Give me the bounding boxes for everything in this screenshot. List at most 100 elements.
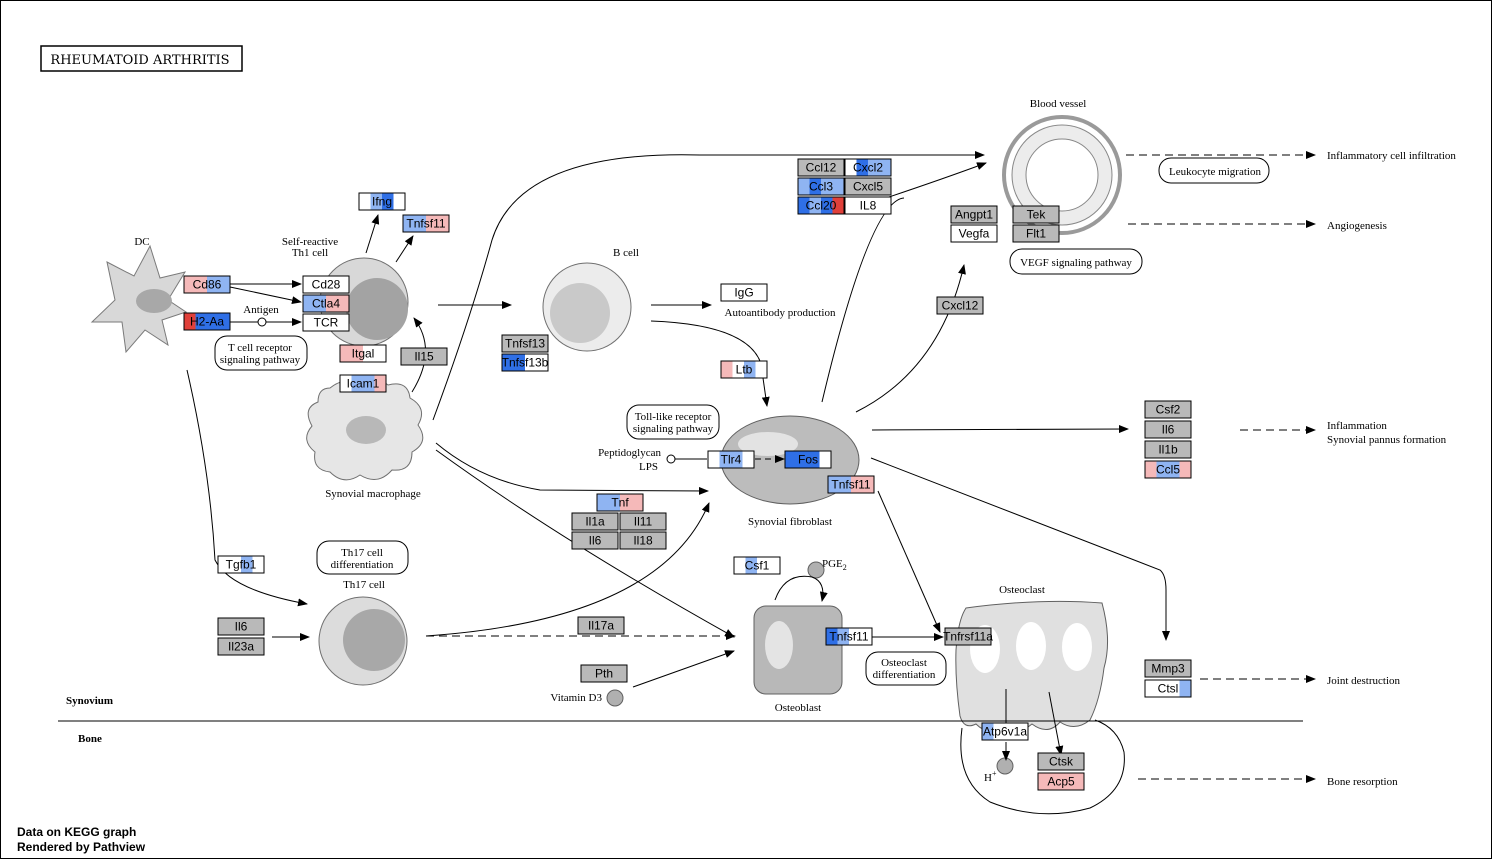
leukocyte-migration-box[interactable] bbox=[1158, 157, 1270, 184]
gene-node-tnfrsf11a[interactable]: Tnfrsf11a bbox=[943, 627, 993, 646]
gene-box-border bbox=[302, 294, 350, 313]
gene-fill-segment bbox=[1049, 773, 1062, 790]
gene-node-csf2[interactable]: Csf2 bbox=[1144, 400, 1192, 419]
gene-label: Il23a bbox=[228, 640, 254, 654]
vegf-pathway-box[interactable] bbox=[1009, 248, 1143, 275]
gene-node-cxcl5[interactable]: Cxcl5 bbox=[844, 177, 892, 196]
tcr-pathway-label-1: T cell receptor bbox=[228, 342, 292, 354]
th17-diff-box[interactable] bbox=[316, 540, 409, 575]
tcr-pathway-box[interactable] bbox=[214, 335, 308, 371]
gene-fill-segment bbox=[809, 159, 822, 176]
gene-node-il15[interactable]: Il15 bbox=[400, 347, 448, 366]
gene-node-tnf[interactable]: Tnf bbox=[596, 493, 644, 512]
gene-node-h2aa[interactable]: H2-Aa bbox=[183, 312, 231, 331]
gene-fill-segment bbox=[809, 178, 822, 195]
gene-fill-segment bbox=[1168, 421, 1180, 438]
gene-fill-segment bbox=[536, 354, 549, 371]
gene-fill-segment bbox=[1047, 206, 1060, 223]
osteoclast-diff-box[interactable] bbox=[865, 651, 947, 686]
tlr-pathway-box[interactable] bbox=[626, 404, 720, 440]
gene-node-ctsl[interactable]: Ctsl bbox=[1144, 679, 1192, 698]
gene-fill-segment bbox=[962, 225, 975, 242]
gene-node-ccl12[interactable]: Ccl12 bbox=[797, 158, 845, 177]
gene-node-csf1[interactable]: Csf1 bbox=[733, 556, 781, 575]
gene-node-tnfsf11c[interactable]: Tnfsf11 bbox=[825, 627, 873, 646]
gene-node-angpt1[interactable]: Angpt1 bbox=[950, 205, 998, 224]
gene-node-il6b[interactable]: Il6 bbox=[1144, 420, 1192, 439]
gene-node-ctsk[interactable]: Ctsk bbox=[1037, 752, 1085, 771]
gene-node-ccl5[interactable]: Ccl5 bbox=[1144, 460, 1192, 479]
gene-node-ctla4[interactable]: Ctla4 bbox=[302, 294, 350, 313]
gene-node-flt1[interactable]: Flt1 bbox=[1012, 224, 1060, 243]
gene-node-il23a[interactable]: Il23a bbox=[217, 637, 265, 656]
gene-fill-segment bbox=[968, 628, 980, 645]
gene-fill-segment bbox=[879, 178, 892, 195]
gene-label: Ifng bbox=[372, 195, 392, 209]
gene-node-igg[interactable]: IgG bbox=[720, 283, 768, 302]
gene-fill-segment bbox=[1145, 660, 1157, 677]
th1-label-2: Th1 cell bbox=[292, 247, 328, 259]
proton-label: H+ bbox=[984, 769, 997, 784]
gene-box-border bbox=[1144, 659, 1192, 678]
gene-fill-segment bbox=[502, 335, 514, 352]
gene-node-icam1[interactable]: Icam1 bbox=[339, 374, 387, 393]
gene-node-tcr[interactable]: TCR bbox=[302, 313, 350, 332]
fibroblast-nucleus bbox=[738, 432, 798, 456]
gene-box-border bbox=[302, 313, 350, 332]
gene-box-border bbox=[720, 360, 768, 379]
gene-fill-segment bbox=[798, 197, 810, 214]
gene-node-il6a[interactable]: Il6 bbox=[571, 531, 619, 550]
gene-node-il18[interactable]: Il18 bbox=[619, 531, 667, 550]
gene-box-border bbox=[981, 722, 1029, 741]
gene-node-ifng[interactable]: Ifng bbox=[358, 192, 406, 211]
gene-node-il1a[interactable]: Il1a bbox=[571, 512, 619, 531]
gene-node-tgfb1[interactable]: Tgfb1 bbox=[217, 555, 265, 574]
gene-box-border bbox=[1144, 400, 1192, 419]
gene-node-acp5[interactable]: Acp5 bbox=[1037, 772, 1085, 791]
gene-node-tnfsf13b[interactable]: Tnfsf13b bbox=[501, 353, 549, 372]
gene-fill-segment bbox=[849, 628, 861, 645]
gene-fill-segment bbox=[536, 335, 549, 352]
gene-box-border bbox=[402, 214, 450, 233]
gene-node-il17a[interactable]: Il17a bbox=[577, 616, 625, 635]
gene-node-cd28[interactable]: Cd28 bbox=[302, 275, 350, 294]
gene-node-ccl3[interactable]: Ccl3 bbox=[797, 177, 845, 196]
gene-node-il8[interactable]: IL8 bbox=[844, 196, 892, 215]
gene-fill-segment bbox=[435, 348, 448, 365]
gene-fill-segment bbox=[1024, 225, 1037, 242]
gene-fill-segment bbox=[314, 314, 327, 331]
gene-node-vegfa[interactable]: Vegfa bbox=[950, 224, 998, 243]
gene-node-mmp3[interactable]: Mmp3 bbox=[1144, 659, 1192, 678]
gene-node-ccl20[interactable]: Ccl20 bbox=[797, 196, 845, 215]
gene-node-tlr4[interactable]: Tlr4 bbox=[707, 450, 755, 469]
th17-label: Th17 cell bbox=[343, 579, 385, 591]
gene-fill-segment bbox=[985, 225, 998, 242]
gene-node-cxcl12[interactable]: Cxcl12 bbox=[936, 296, 984, 315]
gene-fill-segment bbox=[195, 276, 208, 293]
gene-node-tnfsf13[interactable]: Tnfsf13 bbox=[501, 334, 549, 353]
gene-node-tnfsf11b[interactable]: Tnfsf11 bbox=[827, 475, 875, 494]
gene-fill-segment bbox=[606, 513, 619, 530]
gene-node-fos[interactable]: Fos bbox=[784, 450, 832, 469]
gene-node-cd86[interactable]: Cd86 bbox=[183, 275, 231, 294]
leukocyte-migration-label: Leukocyte migration bbox=[1169, 166, 1261, 178]
gene-node-il6c[interactable]: Il6 bbox=[217, 617, 265, 636]
gene-node-atp6v1a[interactable]: Atp6v1a bbox=[981, 722, 1029, 741]
gene-node-il1b[interactable]: Il1b bbox=[1144, 440, 1192, 459]
gene-node-tek[interactable]: Tek bbox=[1012, 205, 1060, 224]
osteoclast-diff-label-2: differentiation bbox=[873, 669, 936, 681]
gene-fill-segment bbox=[1156, 660, 1169, 677]
gene-fill-segment bbox=[971, 297, 984, 314]
gene-box-border bbox=[797, 158, 845, 177]
gene-label: Pth bbox=[595, 667, 613, 681]
gene-node-il11[interactable]: Il11 bbox=[619, 512, 667, 531]
gene-fill-segment bbox=[1179, 660, 1192, 677]
gene-node-ltb[interactable]: Ltb bbox=[720, 360, 768, 379]
gene-label: Csf2 bbox=[1156, 403, 1181, 417]
gene-node-cxcl2[interactable]: Cxcl2 bbox=[844, 158, 892, 177]
gene-node-itgal[interactable]: Itgal bbox=[339, 344, 387, 363]
gene-node-pth[interactable]: Pth bbox=[580, 664, 628, 683]
gene-node-tnfsf11a[interactable]: Tnfsf11 bbox=[402, 214, 450, 233]
gene-box-border bbox=[827, 475, 875, 494]
